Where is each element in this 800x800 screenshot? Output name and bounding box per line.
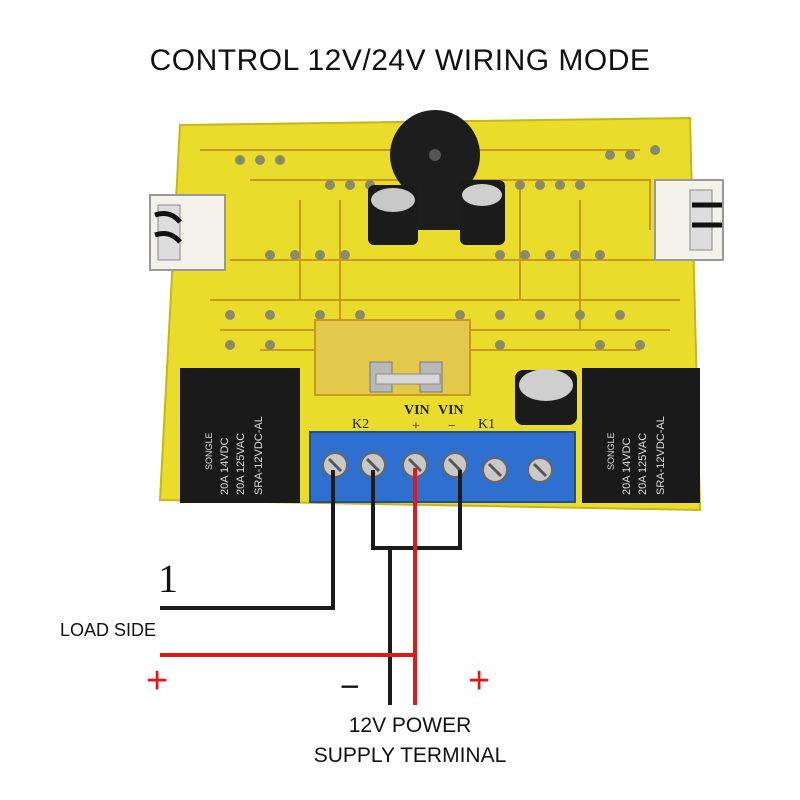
relay-left: 20A 14VDC 20A 125VAC SRA-12VDC-AL SONGLE <box>180 368 300 503</box>
supply-label-line2: SUPPLY TERMINAL <box>313 744 507 767</box>
vin-label-1: VIN <box>404 403 430 418</box>
relay-left-rating2: 20A 125VAC <box>235 433 247 495</box>
load-side-label: LOAD SIDE <box>60 620 157 640</box>
load-wire-black <box>160 470 335 610</box>
supply-plus-sign: + <box>468 660 491 702</box>
diagram-title: CONTROL 12V/24V WIRING MODE <box>149 44 651 77</box>
relay-right-model: SRA-12VDC-AL <box>655 416 667 495</box>
load-plus-sign: + <box>146 660 169 702</box>
vin-plus-label: + <box>412 419 420 434</box>
load-terminal-number: 1 <box>158 556 178 601</box>
capacitors <box>368 180 577 425</box>
left-connector <box>149 194 226 271</box>
relay-right-rating1: 20A 14VDC <box>621 437 633 495</box>
relay-left-model: SRA-12VDC-AL <box>253 416 265 495</box>
supply-minus-sign: − <box>340 668 360 706</box>
relay-right: 20A 14VDC 20A 125VAC SRA-12VDC-AL SONGLE <box>582 368 700 503</box>
k1-label: K1 <box>478 417 495 432</box>
vin-minus-label: − <box>448 419 456 434</box>
relay-right-rating2: 20A 125VAC <box>637 433 649 495</box>
vin-label-2: VIN <box>438 403 464 418</box>
jumper-block <box>314 319 471 396</box>
relay-right-brand: SONGLE <box>606 432 616 470</box>
terminal-block <box>309 431 576 503</box>
wires <box>160 468 462 705</box>
relay-left-rating1: 20A 14VDC <box>219 437 231 495</box>
supply-label-line1: 12V POWER <box>348 714 472 737</box>
k2-label: K2 <box>352 417 369 432</box>
relay-left-brand: SONGLE <box>204 432 214 470</box>
right-connector <box>654 179 724 261</box>
